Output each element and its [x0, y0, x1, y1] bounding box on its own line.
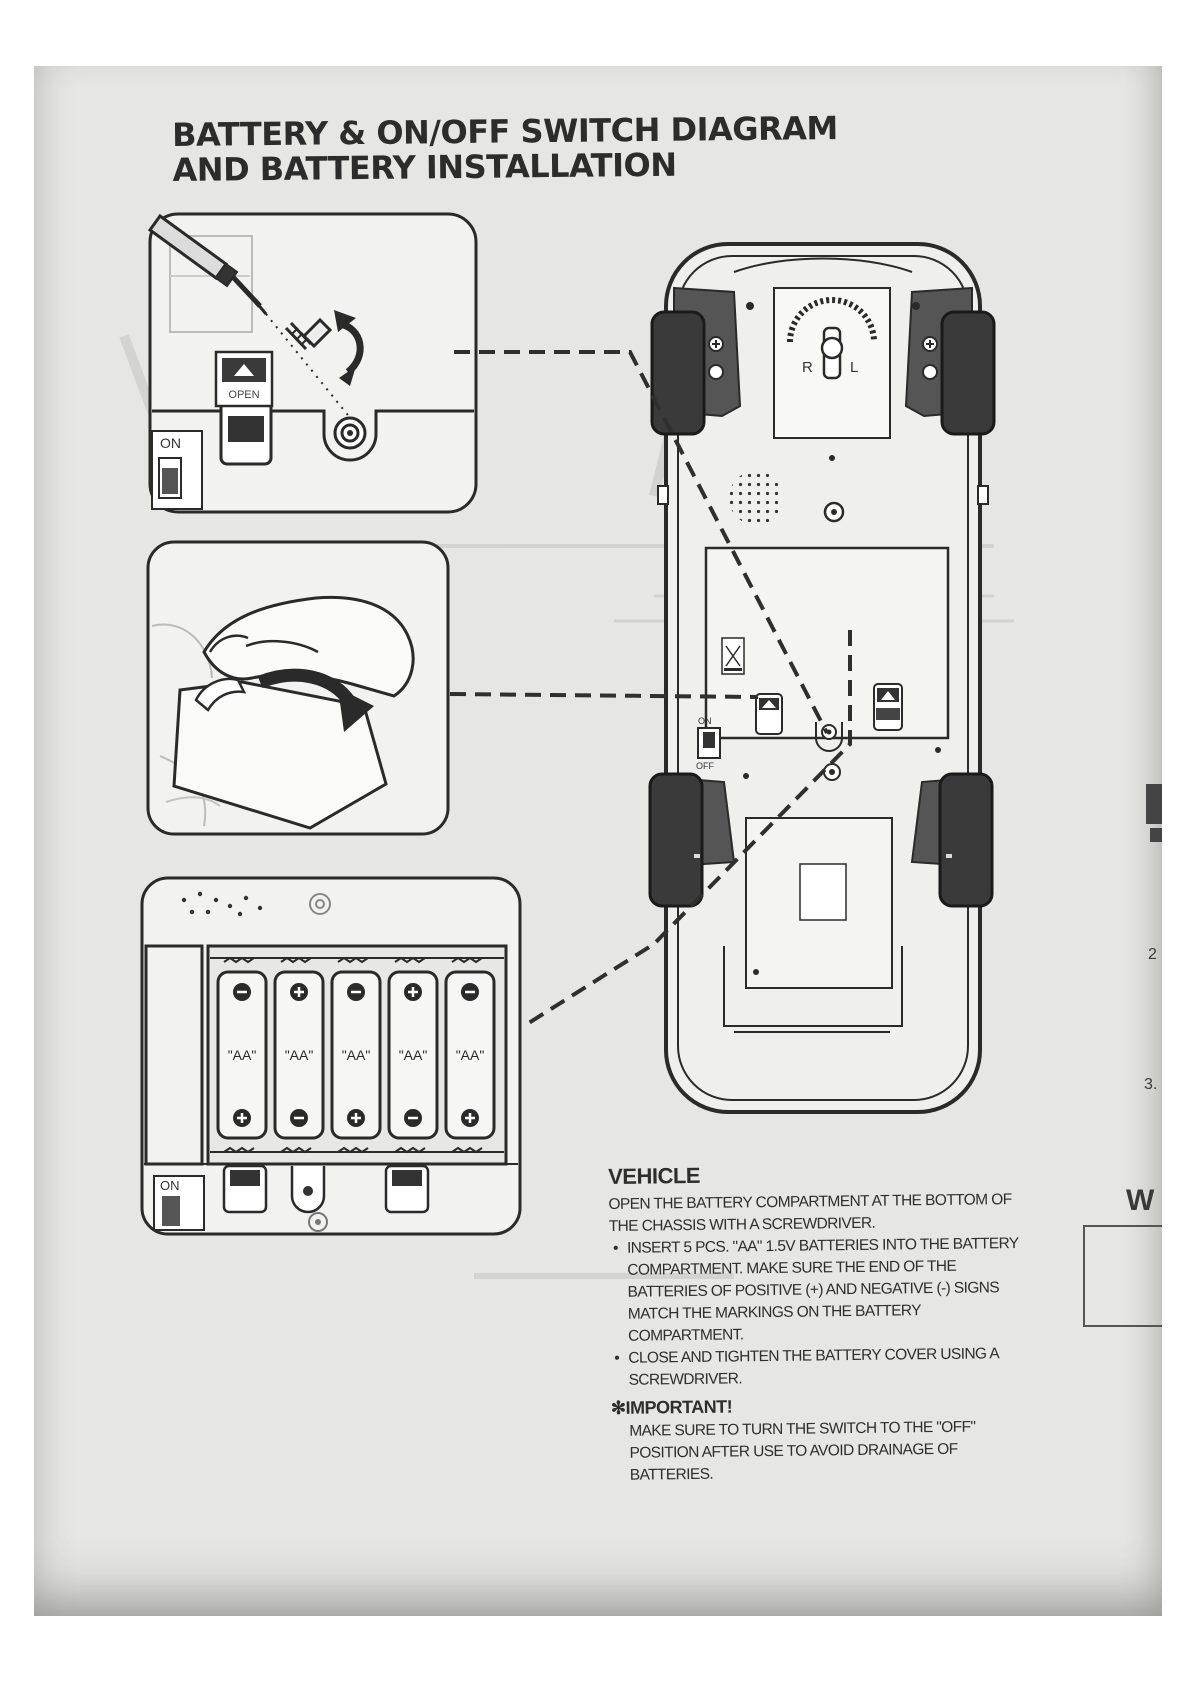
battery-label: "AA": [399, 1047, 428, 1063]
important-text: MAKE SURE TO TURN THE SWITCH TO THE "OFF…: [629, 1418, 976, 1484]
instruction-item: INSERT 5 PCS. "AA" 1.5V BATTERIES INTO T…: [613, 1233, 1030, 1348]
battery-row: "AA" "AA" "AA" "AA" "AA": [216, 956, 496, 1154]
on-off-switch-1: ON: [151, 430, 203, 510]
battery-label: "AA": [342, 1047, 371, 1063]
battery-label: "AA": [228, 1047, 257, 1063]
edge-letter-w: W: [1126, 1184, 1155, 1217]
svg-text:ON: ON: [160, 435, 181, 451]
aa-battery-icon: "AA": [273, 956, 325, 1154]
battery-label: "AA": [285, 1047, 314, 1063]
screw-hole-icon: [333, 416, 367, 450]
wheel-rear-left: [648, 772, 704, 908]
aa-battery-icon: "AA": [216, 956, 268, 1154]
page-title: BATTERY & ON/OFF SWITCH DIAGRAM AND BATT…: [172, 109, 838, 189]
steering-trim-dial: R L: [787, 297, 877, 380]
leader-lines: [449, 350, 852, 1028]
dial-left-label: L: [850, 359, 858, 376]
finger-icon: [202, 595, 415, 698]
wheel-front-left: [650, 310, 706, 436]
speaker-grille: [729, 471, 783, 525]
screwdriver-icon: [147, 213, 268, 315]
screwdriver-panel: OPEN ON: [147, 212, 478, 514]
svg-text:ON: ON: [160, 1178, 180, 1193]
svg-text:ON: ON: [698, 716, 712, 726]
battery-diagram: OPEN ON: [119, 212, 1162, 1327]
screw-icon: [284, 317, 333, 351]
adjacent-page-edge: [1083, 784, 1162, 1327]
battery-compartment-panel: "AA" "AA" "AA" "AA" "AA" ON: [140, 876, 522, 1236]
vehicle-heading: VEHICLE: [608, 1162, 701, 1189]
dial-right-label: R: [802, 359, 813, 376]
open-tab-label: OPEN: [228, 389, 259, 401]
on-off-switch-2: ON: [153, 1175, 205, 1231]
vehicle-on-off-switch: ON OFF: [696, 716, 721, 771]
svg-text:OFF: OFF: [696, 761, 714, 771]
open-cover-panel: [146, 540, 450, 836]
instruction-list: INSERT 5 PCS. "AA" 1.5V BATTERIES INTO T…: [609, 1233, 1031, 1392]
manual-page: OPEN ON: [34, 66, 1162, 1616]
important-heading: ✻IMPORTANT!: [610, 1396, 733, 1418]
page-title-line-2: AND BATTERY INSTALLATION: [172, 145, 677, 189]
vehicle-instructions: VEHICLE OPEN THE BATTERY COMPARTMENT AT …: [608, 1159, 1032, 1487]
wheel-front-right: [940, 310, 996, 436]
edge-number-3: 3.: [1144, 1076, 1158, 1093]
edge-number-2: 2: [1148, 946, 1157, 963]
instruction-item: CLOSE AND TIGHTEN THE BATTERY COVER USIN…: [614, 1343, 1031, 1392]
open-arrow-icon: [234, 364, 254, 376]
battery-label: "AA": [456, 1047, 485, 1063]
vehicle-chassis: R L: [648, 242, 996, 1114]
aa-battery-icon: "AA": [330, 956, 382, 1154]
wheel-rear-right: [938, 772, 994, 908]
aa-battery-icon: "AA": [444, 956, 496, 1154]
aa-battery-icon: "AA": [387, 956, 439, 1154]
vehicle-intro: OPEN THE BATTERY COMPARTMENT AT THE BOTT…: [608, 1191, 1012, 1235]
